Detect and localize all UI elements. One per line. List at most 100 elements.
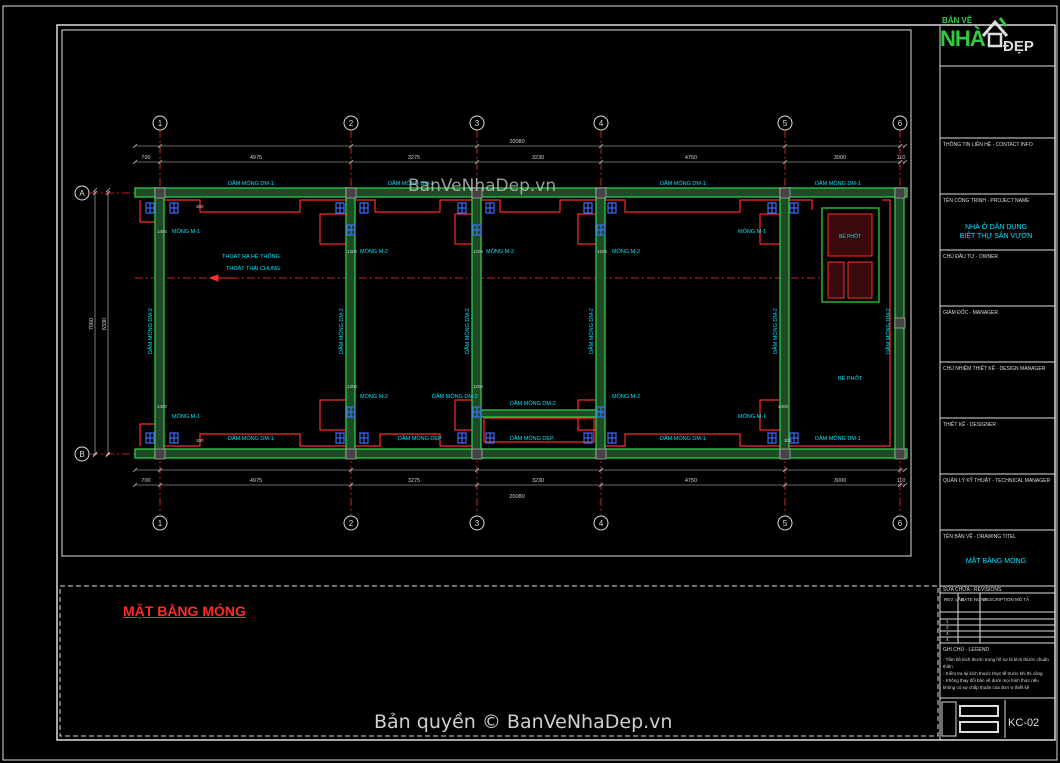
svg-text:MẶT BẰNG MÓNG: MẶT BẰNG MÓNG [966,556,1026,565]
logo-text-end: ĐẸP [1003,38,1034,55]
dim-tick [157,159,163,165]
footing-marker [145,202,155,214]
dim-tick [782,143,788,149]
svg-text:- Không thay đổi bản vẽ dưới m: - Không thay đổi bản vẽ dưới mọi hình th… [943,677,1039,683]
dim-1200-b: 1200 [473,249,484,254]
small-dims: 1400 1400 1400 1200 1200 1200 1200 1200 … [157,204,792,443]
dim-tick [157,467,163,473]
dim-tick [897,143,903,149]
axis-circle [152,115,168,131]
footing-marker [472,224,482,236]
dim-tick [782,159,788,165]
title-area-frame [59,585,939,737]
grid-axis-bubble-3: 3 [469,515,485,531]
dim-tick [474,159,480,165]
axis-circle [593,515,609,531]
svg-text:2: 2 [946,625,949,630]
footing-marker [145,432,155,444]
dimension-ticks [92,143,908,488]
axis-circle [777,115,793,131]
footing-marker [789,432,799,444]
label-m1-a: MÓNG M-1 [172,228,200,235]
dim-bot-1: 4975 [250,478,262,484]
beam-labels: DẦM MÓNG DM-1 DẦM MÓNG DM-1 DẦM MÓNG DM-… [147,180,892,442]
dim-tick [897,467,903,473]
dim-bot-3: 3230 [532,478,544,484]
axis-label: A [79,189,85,198]
drain-arrow [208,274,235,282]
dim-top-2: 3275 [408,155,420,161]
dim-tick [902,467,908,473]
footing-marker [583,202,593,214]
logo-text-main: NHÀ [940,26,986,51]
outer-frame [2,5,1058,761]
svg-text:4: 4 [946,637,949,642]
dim-tick [598,482,604,488]
grid-axis-bubble-5: 5 [777,515,793,531]
footing-marker [335,432,345,444]
axis-label: 4 [599,519,604,528]
label-m2-e: MÓNG M-2 [612,393,640,400]
label-dm2-v3: DẦM MÓNG DM-2 [464,308,471,354]
footing-marker [457,202,467,214]
dim-tick [902,143,908,149]
dim-bot-2: 3275 [408,478,420,484]
column [894,448,906,460]
axis-label: 1 [158,119,163,128]
dim-tick [92,451,98,457]
columns [154,187,906,460]
label-dm1-bot-c: DẦM MÓNG DM-1 [815,435,861,442]
footing-marker [169,202,179,214]
footing-marker [607,202,617,214]
dimension-text: 20080 20080 700 4975 3275 3230 4750 3000… [89,139,905,500]
dim-tick [92,452,98,458]
dim-1400-b: 1400 [157,404,168,409]
label-dm1-top-b: DẦM MÓNG DM-1 [388,180,434,187]
plan-frame [61,29,912,557]
column [894,187,906,199]
svg-text:QUẢN LÝ KỸ THUẬT - TECHNICAL M: QUẢN LÝ KỸ THUẬT - TECHNICAL MANAGER [943,477,1050,484]
grid-axis-bubble-3: 3 [469,115,485,131]
dim-tick [598,159,604,165]
footing-marker [767,432,777,444]
column [154,187,166,199]
column [595,187,607,199]
axis-label: 1 [158,519,163,528]
dim-tick [782,467,788,473]
dim-tick [105,451,111,457]
footing-marker [596,224,606,236]
dim-tick [897,482,903,488]
dim-tick [92,187,98,193]
svg-text:DATE NGÀY: DATE NGÀY [961,596,987,602]
svg-text:THIẾT KẾ - DESIGNER: THIẾT KẾ - DESIGNER [943,421,996,428]
axis-circle [343,515,359,531]
svg-text:BIỆT THỰ SÂN VƯỜN: BIỆT THỰ SÂN VƯỜN [960,231,1033,240]
watermark-bottom: Bản quyền © BanVeNhaDep.vn [374,711,673,733]
dim-top-0: 700 [141,155,150,161]
label-dm2-v1: DẦM MÓNG DM-2 [147,308,154,354]
label-m2-b: MÓNG M-2 [486,248,514,255]
dim-1200-d: 1200 [347,384,358,389]
dim-bot-0: 700 [141,478,150,484]
grid-axis-bubble-2: 2 [343,515,359,531]
footing-marker [607,432,617,444]
dim-tick [105,452,111,458]
dim-300-b: 300 [196,438,204,443]
label-dm2-h: DẦM MÓNG DM-2 [510,400,556,407]
footing-marker [457,432,467,444]
dim-side-inner: 6330 [102,318,108,330]
dim-tick [897,159,903,165]
footing-marker [767,202,777,214]
grid-axis-bubble-6: 6 [892,515,908,531]
footing-markers [145,202,799,444]
axis-circle [892,515,908,531]
sheet-code: KC-02 [1008,717,1040,729]
axis-label: 5 [783,119,788,128]
house-logo-icon [981,17,1009,48]
grid-axis-bubble-4: 4 [593,515,609,531]
dim-300-a: 300 [196,204,204,209]
dim-top-5: 3000 [834,155,846,161]
dim-tick [902,159,908,165]
